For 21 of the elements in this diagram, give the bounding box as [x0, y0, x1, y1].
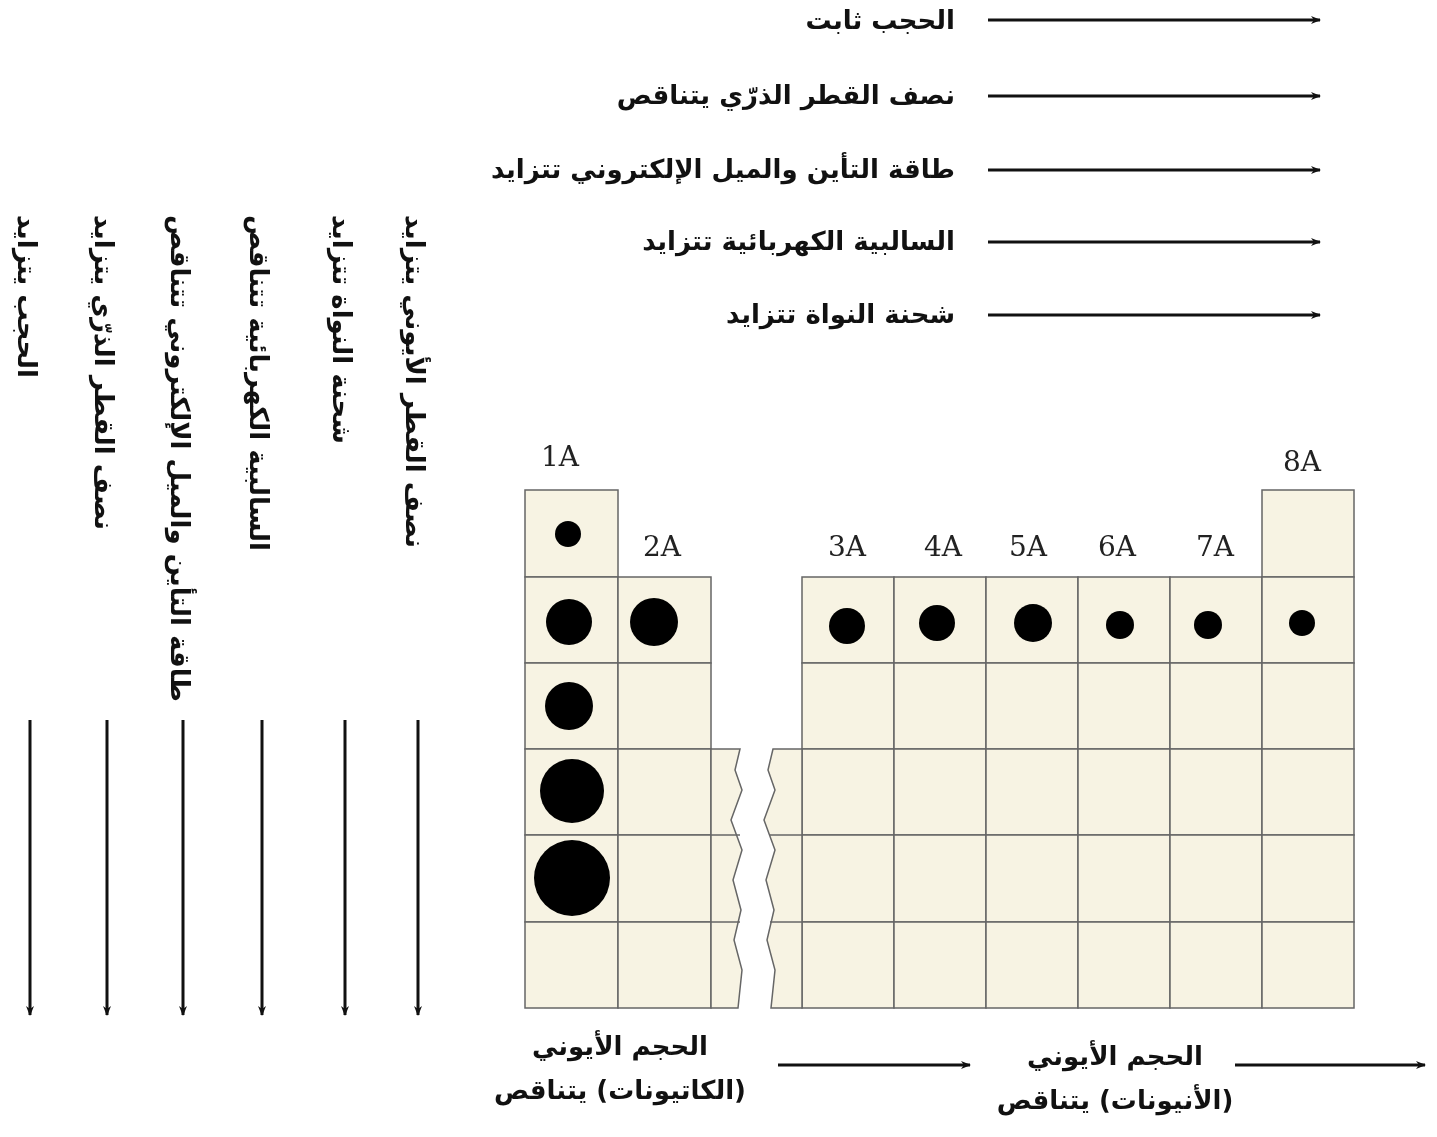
trend-label: طاقة التأين والميل الإلكتروني تتزايد [491, 154, 955, 184]
group-label: 7A [1196, 530, 1234, 563]
group-label: 1A [541, 440, 579, 473]
group-label: 4A [924, 530, 962, 563]
trend-label: نصف القطر الذرّي يتناقص [616, 80, 955, 110]
group-label: 5A [1009, 530, 1047, 563]
trend-label: شحنة النواة تتزايد [327, 215, 357, 444]
trend-label: نصف القطر الذرّي يتزايد [89, 215, 119, 531]
group-label: 3A [828, 530, 866, 563]
trend-label: السالبية الكهربائية تتزايد [642, 226, 955, 256]
trend-label: الحجب ثابت [805, 5, 955, 35]
group-label: 8A [1283, 445, 1321, 478]
trend-label: نصف القطر الأيوني يتزايد [400, 215, 430, 549]
trend-label: طاقة التأين والميل الإلكتروني تتناقص [165, 215, 195, 702]
trend-label: الحجب يتزايد [12, 215, 42, 378]
trend-label: الحجم الأيوني (الأنيونات) يتناقص [995, 1039, 1235, 1118]
group-label: 6A [1098, 530, 1136, 563]
group-label: 2A [643, 530, 681, 563]
trend-label: شحنة النواة تتزايد [726, 299, 955, 329]
trend-label: السالبية الكهربائية تتناقص [244, 215, 274, 551]
trend-label: الحجم الأيوني (الكاتيونات) يتناقص [493, 1029, 747, 1108]
